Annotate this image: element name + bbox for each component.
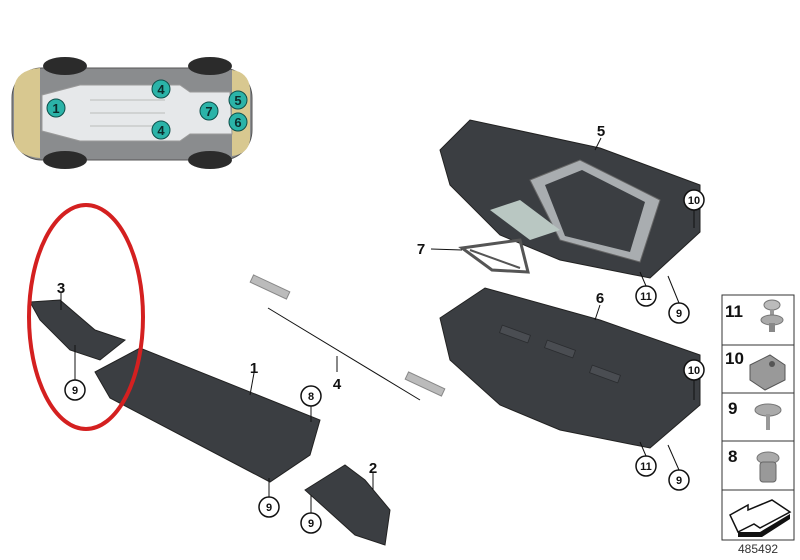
expanding-nut-icon — [756, 451, 780, 483]
badge-7: 7 — [199, 101, 219, 121]
svg-text:9: 9 — [72, 385, 78, 397]
part-6-underbody-panel — [439, 287, 701, 449]
badge-1: 1 — [46, 98, 66, 118]
svg-text:4: 4 — [157, 82, 165, 97]
diagram-id: 485492 — [738, 542, 779, 556]
badge-4-top: 4 — [151, 79, 171, 99]
svg-text:11: 11 — [640, 291, 652, 303]
svg-text:9: 9 — [266, 502, 272, 514]
callout-4: 4 — [333, 376, 342, 393]
leader-lines — [60, 137, 695, 513]
circled-callout-9-part1: 9 — [258, 496, 280, 518]
svg-text:10: 10 — [688, 365, 700, 377]
circled-callout-10-upper: 10 — [683, 189, 705, 211]
circled-callout-9-part2: 9 — [300, 512, 322, 534]
clip-nut-icon — [749, 354, 786, 391]
svg-text:9: 9 — [308, 518, 314, 530]
svg-text:8: 8 — [308, 391, 314, 403]
circled-callout-9-part3: 9 — [64, 379, 86, 401]
svg-text:10: 10 — [688, 195, 700, 207]
badge-4-bottom: 4 — [151, 120, 171, 140]
badge-6: 6 — [228, 112, 248, 132]
arrow-icon — [729, 499, 792, 537]
svg-text:9: 9 — [676, 308, 682, 320]
svg-text:9: 9 — [728, 399, 737, 418]
part-2-deflector — [304, 464, 391, 546]
callout-1: 1 — [250, 360, 258, 377]
svg-text:8: 8 — [728, 447, 737, 466]
legend-item-11: 11 — [725, 299, 784, 332]
circled-callout-9-upper: 9 — [668, 302, 690, 324]
svg-text:10: 10 — [725, 349, 744, 368]
highlight-ellipse — [27, 203, 145, 431]
part-4-strips — [249, 274, 446, 401]
legend-item-9: 9 — [728, 399, 782, 430]
callout-6: 6 — [596, 290, 604, 307]
legend-item-8: 8 — [728, 447, 780, 483]
push-rivet-icon — [760, 299, 784, 332]
circled-callout-8: 8 — [300, 385, 322, 407]
part-1-underbody-panel-front — [94, 347, 321, 483]
circled-callout-11-lower: 11 — [635, 455, 657, 477]
svg-text:7: 7 — [205, 104, 212, 119]
callout-2: 2 — [369, 460, 377, 477]
car-underbody-overview: 1 4 4 7 5 6 — [11, 57, 253, 169]
part-3-deflector — [29, 299, 127, 361]
screw-icon — [754, 403, 782, 430]
badge-5: 5 — [228, 90, 248, 110]
part-5-underbody-panel-rear — [439, 119, 701, 279]
circled-callout-9-lower-right: 9 — [668, 469, 690, 491]
fastener-legend: 11 10 9 8 — [721, 294, 795, 541]
circled-callout-10-lower: 10 — [683, 359, 705, 381]
svg-text:11: 11 — [725, 302, 743, 321]
callout-7: 7 — [417, 241, 425, 258]
part-7-bracket — [458, 238, 530, 274]
svg-text:4: 4 — [157, 123, 165, 138]
svg-text:1: 1 — [52, 101, 59, 116]
svg-text:5: 5 — [234, 93, 241, 108]
svg-text:11: 11 — [640, 461, 652, 473]
circled-callout-11-upper: 11 — [635, 285, 657, 307]
svg-text:6: 6 — [234, 115, 241, 130]
callout-5: 5 — [597, 123, 605, 140]
legend-item-arrow — [729, 499, 792, 537]
legend-item-10: 10 — [725, 349, 786, 391]
svg-text:9: 9 — [676, 475, 682, 487]
callout-3: 3 — [57, 280, 65, 297]
